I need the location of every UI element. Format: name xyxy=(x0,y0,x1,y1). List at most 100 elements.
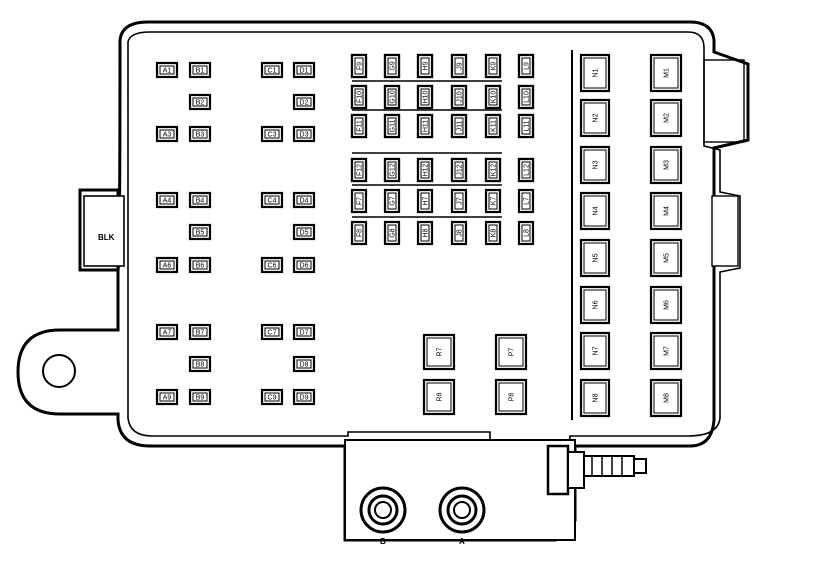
fuse-n4[interactable]: N4 xyxy=(579,191,611,231)
stud-a[interactable] xyxy=(438,486,486,534)
fuse-k11[interactable]: K11 xyxy=(484,113,502,139)
fuse-a7[interactable]: A7 xyxy=(155,323,179,341)
fuse-label: A3 xyxy=(163,132,172,139)
fuse-label: J11 xyxy=(457,121,464,132)
fuse-j12[interactable]: J12 xyxy=(450,157,468,183)
fuse-k7[interactable]: K7 xyxy=(484,188,502,214)
fuse-b3[interactable]: B3 xyxy=(188,125,212,143)
fuse-l7[interactable]: L7 xyxy=(517,188,535,214)
fuse-r8[interactable]: R8 xyxy=(422,378,456,416)
fuse-label: J7 xyxy=(457,197,464,205)
fuse-m3[interactable]: M3 xyxy=(649,145,683,185)
fuse-c1[interactable]: C1 xyxy=(260,61,284,79)
fuse-m4[interactable]: M4 xyxy=(649,191,683,231)
fuse-j11[interactable]: J11 xyxy=(450,113,468,139)
fuse-a6[interactable]: A6 xyxy=(155,256,179,274)
fuse-h8[interactable]: H8 xyxy=(416,220,434,246)
fuse-h7[interactable]: H7 xyxy=(416,188,434,214)
fuse-f9[interactable]: F9 xyxy=(350,53,368,79)
fuse-b2[interactable]: B2 xyxy=(188,93,212,111)
fuse-a1[interactable]: A1 xyxy=(155,61,179,79)
fuse-m2[interactable]: M2 xyxy=(649,98,683,138)
fuse-h9[interactable]: H9 xyxy=(416,53,434,79)
fuse-b1[interactable]: B1 xyxy=(188,61,212,79)
stud-b[interactable] xyxy=(359,486,407,534)
fuse-g8[interactable]: G8 xyxy=(383,220,401,246)
fuse-j9[interactable]: J9 xyxy=(450,53,468,79)
fuse-label: D7 xyxy=(300,330,309,337)
fuse-l11[interactable]: L11 xyxy=(517,113,535,139)
fuse-k9[interactable]: K9 xyxy=(484,53,502,79)
fuse-c6[interactable]: C6 xyxy=(260,256,284,274)
fuse-l9[interactable]: L9 xyxy=(517,53,535,79)
fuse-f11[interactable]: F11 xyxy=(350,113,368,139)
fuse-p7[interactable]: P7 xyxy=(494,333,528,371)
fuse-g10[interactable]: G10 xyxy=(383,84,401,110)
fuse-m8[interactable]: M8 xyxy=(649,378,683,418)
fuse-h12[interactable]: H12 xyxy=(416,157,434,183)
fuse-c7[interactable]: C7 xyxy=(260,323,284,341)
fuse-m7[interactable]: M7 xyxy=(649,331,683,371)
fuse-d1[interactable]: D1 xyxy=(292,61,316,79)
fuse-label: N6 xyxy=(593,300,600,309)
fuse-n6[interactable]: N6 xyxy=(579,285,611,325)
fuse-m5[interactable]: M5 xyxy=(649,238,683,278)
fuse-h10[interactable]: H10 xyxy=(416,84,434,110)
fuse-label: L9 xyxy=(524,62,531,70)
fuse-n2[interactable]: N2 xyxy=(579,98,611,138)
fuse-b7[interactable]: B7 xyxy=(188,323,212,341)
fuse-l8[interactable]: L8 xyxy=(517,220,535,246)
fuse-b5[interactable]: B5 xyxy=(188,223,212,241)
fuse-d5[interactable]: D5 xyxy=(292,223,316,241)
fuse-g9[interactable]: G9 xyxy=(383,53,401,79)
fuse-n5[interactable]: N5 xyxy=(579,238,611,278)
fuse-m1[interactable]: M1 xyxy=(649,53,683,93)
fuse-a9[interactable]: A9 xyxy=(155,388,179,406)
fuse-p8[interactable]: P8 xyxy=(494,378,528,416)
fuse-d6[interactable]: D6 xyxy=(292,256,316,274)
fuse-n3[interactable]: N3 xyxy=(579,145,611,185)
fuse-d3[interactable]: D3 xyxy=(292,125,316,143)
fuse-d8[interactable]: D8 xyxy=(292,355,316,373)
fuse-k8[interactable]: K8 xyxy=(484,220,502,246)
fuse-n7[interactable]: N7 xyxy=(579,331,611,371)
fuse-k10[interactable]: K10 xyxy=(484,84,502,110)
fuse-f8[interactable]: F8 xyxy=(350,220,368,246)
fuse-n8[interactable]: N8 xyxy=(579,378,611,418)
fuse-j10[interactable]: J10 xyxy=(450,84,468,110)
fuse-label: N2 xyxy=(593,113,600,122)
fuse-n1[interactable]: N1 xyxy=(579,53,611,93)
fuse-r7[interactable]: R7 xyxy=(422,333,456,371)
fuse-label: N7 xyxy=(593,346,600,355)
fuse-k12[interactable]: K12 xyxy=(484,157,502,183)
fuse-c9[interactable]: C9 xyxy=(260,388,284,406)
fuse-b4[interactable]: B4 xyxy=(188,191,212,209)
fuse-b9[interactable]: B9 xyxy=(188,388,212,406)
fuse-c4[interactable]: C4 xyxy=(260,191,284,209)
fuse-j8[interactable]: J8 xyxy=(450,220,468,246)
fuse-label: K10 xyxy=(491,91,498,104)
fuse-m6[interactable]: M6 xyxy=(649,285,683,325)
fuse-c3[interactable]: C3 xyxy=(260,125,284,143)
fuse-j7[interactable]: J7 xyxy=(450,188,468,214)
fuse-b6[interactable]: B6 xyxy=(188,256,212,274)
fuse-label: G10 xyxy=(390,90,397,103)
fuse-b8[interactable]: B8 xyxy=(188,355,212,373)
fuse-h11[interactable]: H11 xyxy=(416,113,434,139)
fuse-l12[interactable]: L12 xyxy=(517,157,535,183)
fuse-g12[interactable]: G12 xyxy=(383,157,401,183)
fuse-g7[interactable]: G7 xyxy=(383,188,401,214)
fuse-d2[interactable]: D2 xyxy=(292,93,316,111)
fuse-d4[interactable]: D4 xyxy=(292,191,316,209)
fuse-l10[interactable]: L10 xyxy=(517,84,535,110)
fuse-a3[interactable]: A3 xyxy=(155,125,179,143)
fuse-label: F11 xyxy=(357,120,364,132)
fuse-label: L10 xyxy=(524,91,531,103)
fuse-f10[interactable]: F10 xyxy=(350,84,368,110)
fuse-f12[interactable]: F12 xyxy=(350,157,368,183)
fuse-d7[interactable]: D7 xyxy=(292,323,316,341)
fuse-f7[interactable]: F7 xyxy=(350,188,368,214)
fuse-d9[interactable]: D9 xyxy=(292,388,316,406)
fuse-a4[interactable]: A4 xyxy=(155,191,179,209)
fuse-g11[interactable]: G11 xyxy=(383,113,401,139)
